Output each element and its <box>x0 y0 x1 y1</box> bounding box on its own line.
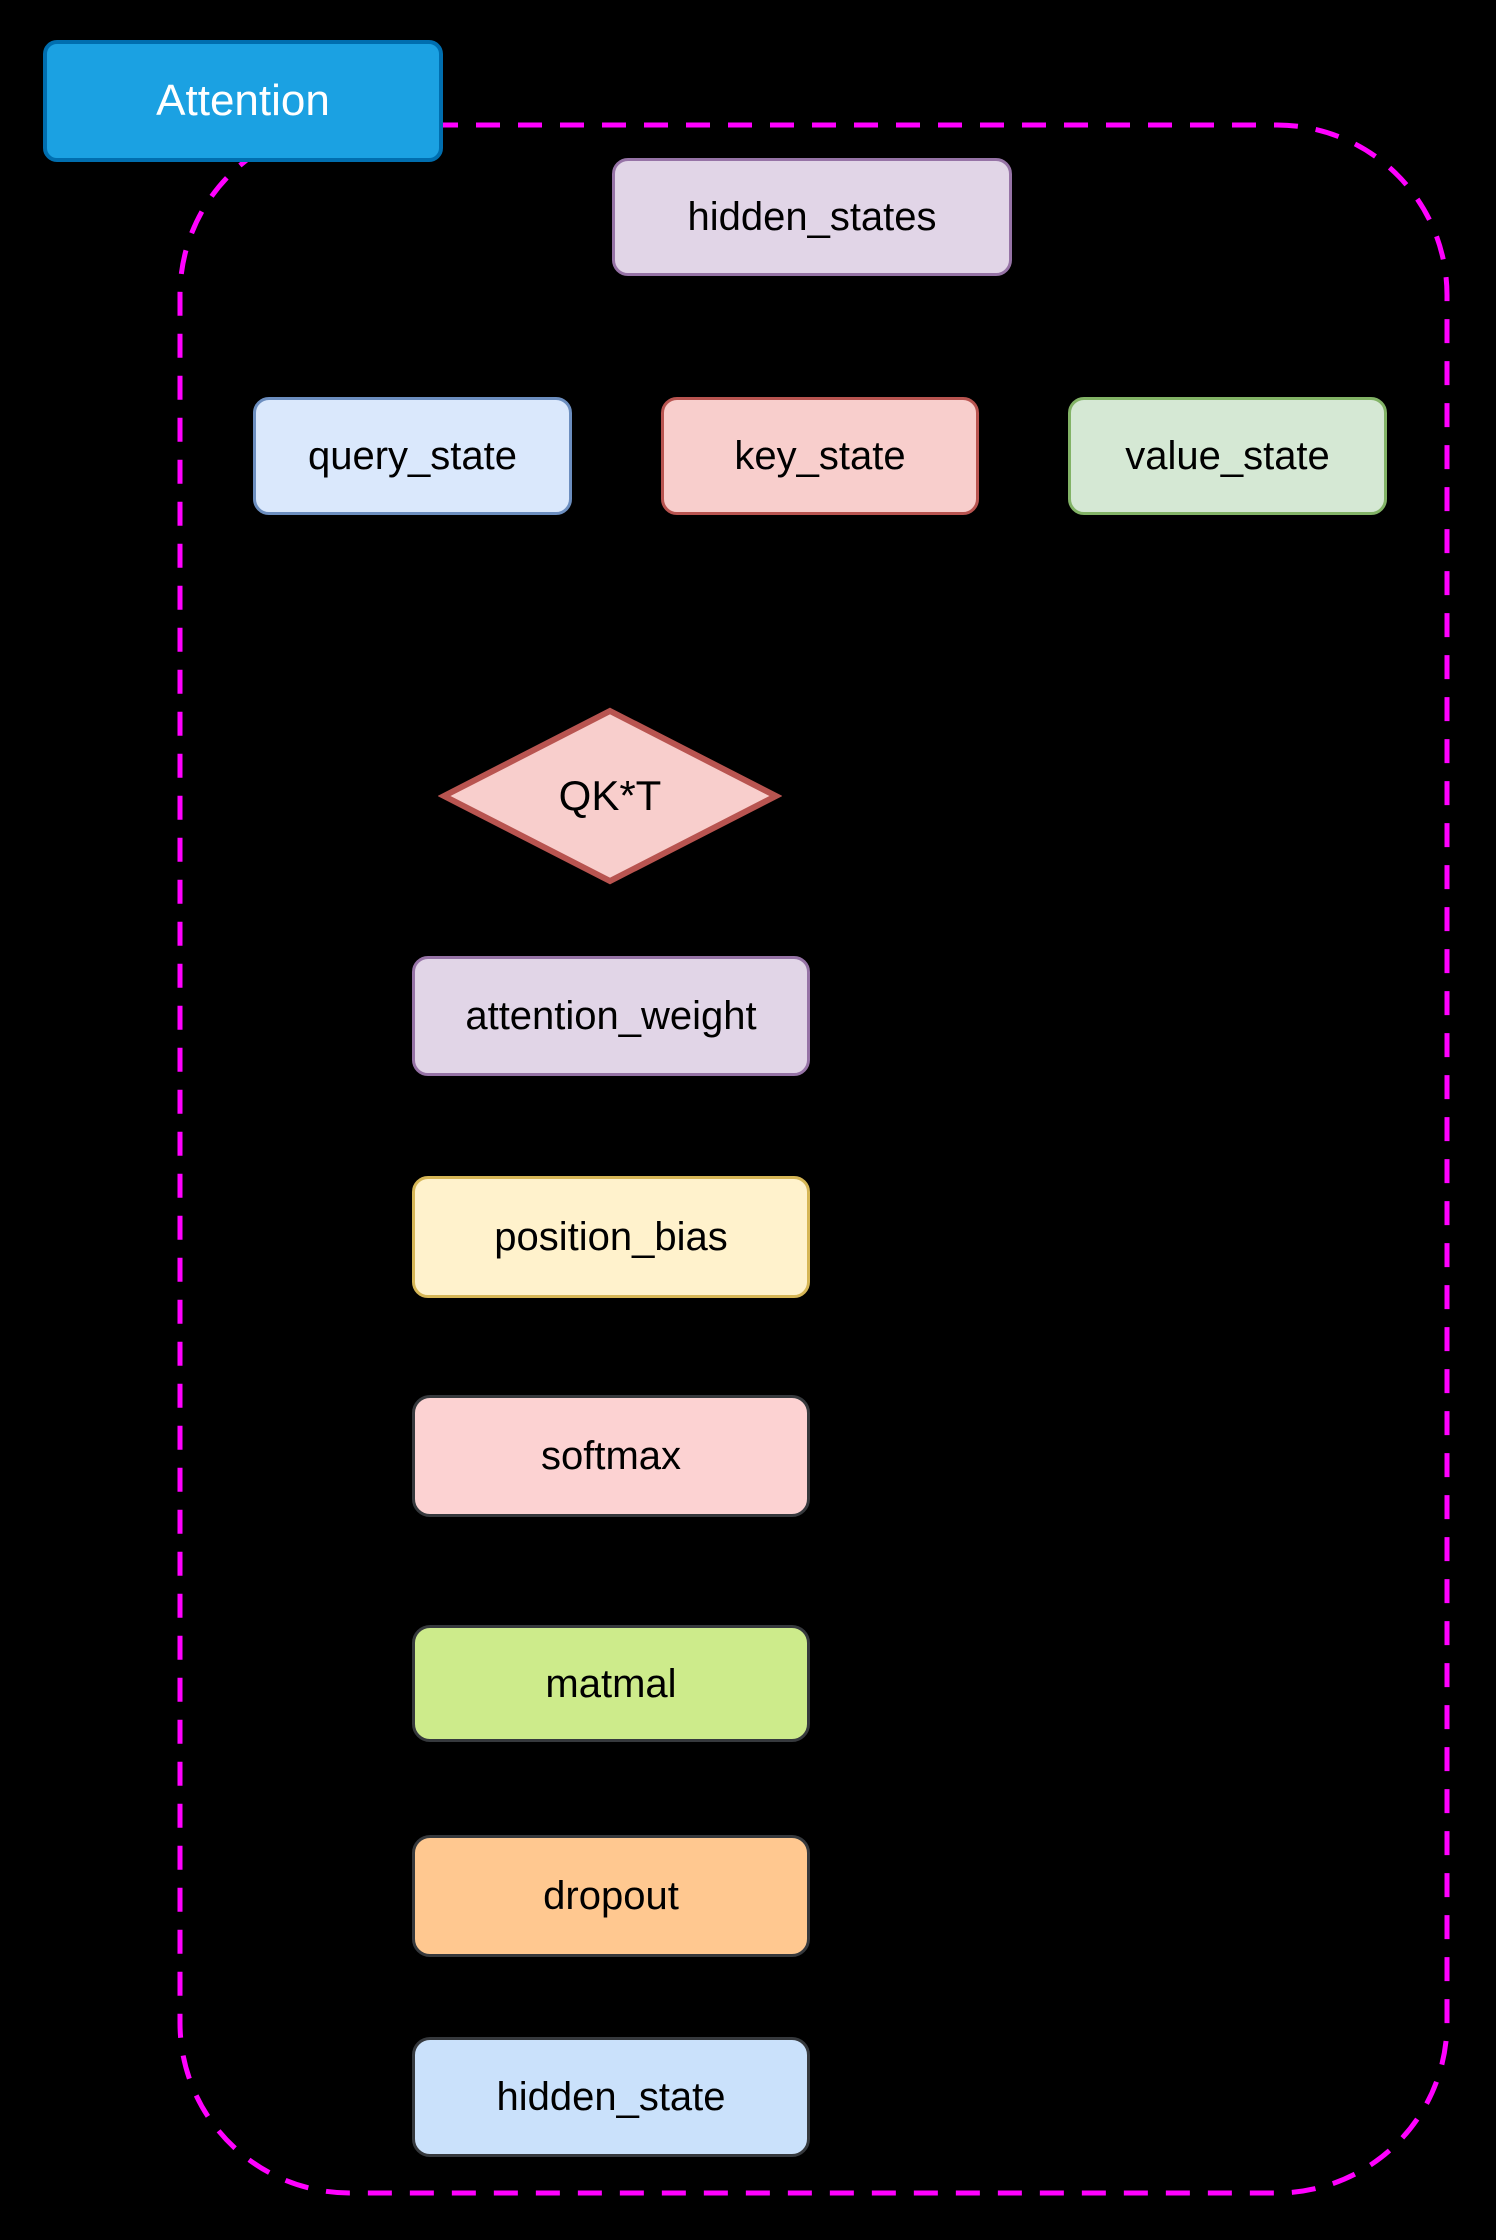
node-matmal-label: matmal <box>545 1661 677 1706</box>
attention-block-boundary <box>177 122 1450 2196</box>
node-query-state-label: query_state <box>307 434 518 478</box>
attention-title-node: Attention <box>43 40 443 162</box>
node-dropout-label: dropout <box>543 1874 679 1918</box>
node-softmax: softmax <box>412 1395 810 1517</box>
node-position-bias-label: position_bias <box>494 1215 728 1259</box>
dashed-border-rect <box>177 122 1450 2196</box>
node-matmal: matmal <box>412 1625 810 1742</box>
node-qkt-label: QK*T <box>558 772 662 819</box>
node-hidden-states-label: hidden_states <box>687 195 937 239</box>
node-hidden-state: hidden_state <box>412 2037 810 2157</box>
node-attention-weight-label: attention_weight <box>465 994 757 1038</box>
node-value-state: value_state <box>1068 397 1387 515</box>
node-value-state-label: value_state <box>1125 434 1330 478</box>
node-softmax-label: softmax <box>540 1434 682 1478</box>
node-hidden-states: hidden_states <box>612 158 1012 276</box>
node-key-state: key_state <box>661 397 979 515</box>
node-dropout: dropout <box>412 1835 810 1957</box>
node-position-bias: position_bias <box>412 1176 810 1298</box>
node-query-state: query_state <box>253 397 572 515</box>
node-attention-weight: attention_weight <box>412 956 810 1076</box>
node-qkt-diamond: QK*T <box>437 706 783 886</box>
node-hidden-state-label: hidden_state <box>496 2075 726 2119</box>
attention-title-label: Attention <box>156 76 330 125</box>
node-key-state-label: key_state <box>734 434 906 478</box>
qkt-diamond-shape <box>437 707 783 885</box>
